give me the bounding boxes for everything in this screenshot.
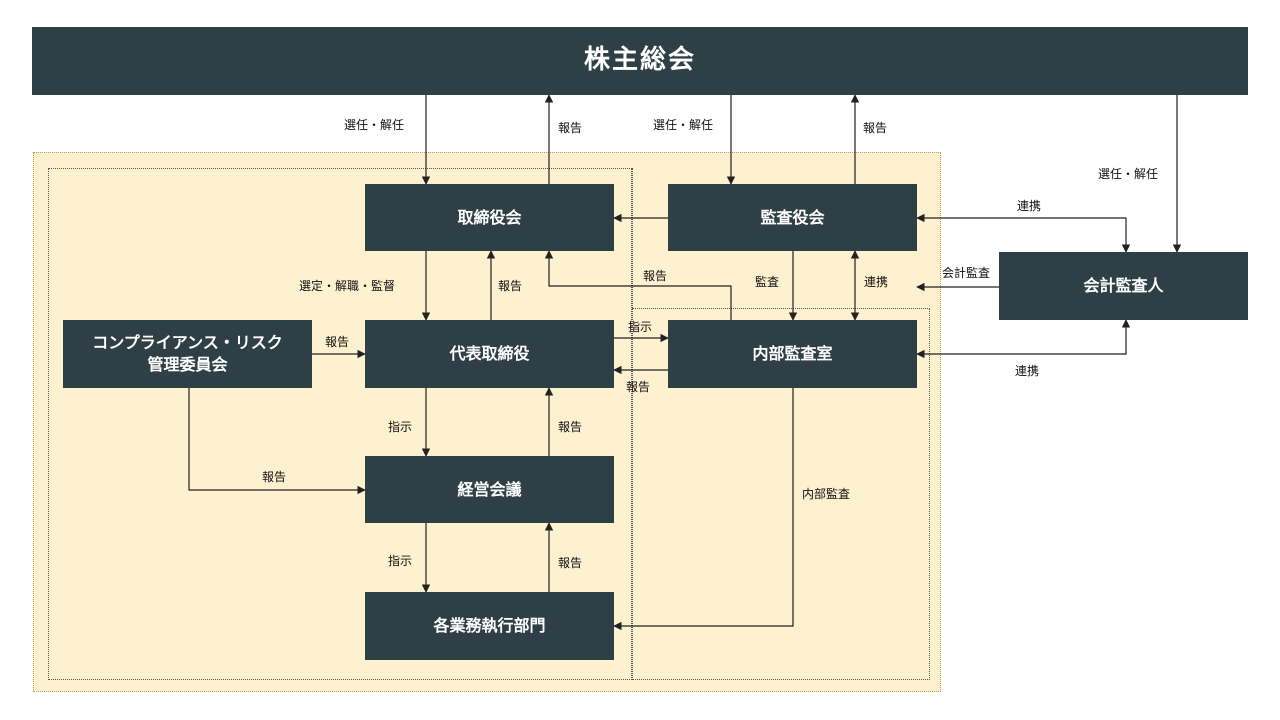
board-of-directors-box: 取締役会 bbox=[365, 184, 614, 251]
label-report-units-meeting: 報告 bbox=[558, 556, 583, 570]
label-instruct-ceo-meeting: 指示 bbox=[388, 420, 413, 434]
audit-board-box: 監査役会 bbox=[668, 184, 917, 251]
arrow-internal-acct-coop bbox=[916, 319, 1131, 359]
internal-audit-office-box: 内部監査室 bbox=[668, 320, 917, 388]
label-instruct-ceo-internal: 指示 bbox=[628, 320, 653, 334]
arrow-internal-board bbox=[544, 250, 732, 320]
management-meeting-box: 経営会議 bbox=[365, 456, 614, 523]
label-coop-internal-acct: 連携 bbox=[1015, 364, 1040, 378]
ceo-box: 代表取締役 bbox=[365, 320, 614, 388]
accounting-auditor-box: 会計監査人 bbox=[999, 252, 1248, 320]
label-select-dismiss-board: 選任・解任 bbox=[344, 118, 405, 132]
label-accounting-audit: 会計監査 bbox=[942, 266, 991, 280]
arrow-auditors-acct-coop bbox=[916, 213, 1131, 253]
audit-zone bbox=[632, 308, 930, 680]
label-coop-auditors-internal: 連携 bbox=[864, 275, 889, 289]
label-select-dismiss-acct: 選任・解任 bbox=[1098, 167, 1159, 181]
execution-zone-divider bbox=[632, 168, 633, 308]
execution-zone bbox=[48, 168, 632, 680]
label-report-meeting-ceo: 報告 bbox=[558, 420, 583, 434]
shareholders-meeting-box: 株主総会 bbox=[32, 27, 1248, 95]
label-coop-auditors-acct: 連携 bbox=[1017, 199, 1042, 213]
label-report-compliance-ceo: 報告 bbox=[325, 335, 350, 349]
label-report-board-up: 報告 bbox=[558, 121, 583, 135]
arrow-compliance-meeting bbox=[188, 388, 366, 495]
arrow-internal-units bbox=[613, 388, 794, 631]
label-report-ceo-board: 報告 bbox=[498, 279, 523, 293]
label-audit: 監査 bbox=[755, 275, 780, 289]
label-report-internal-board: 報告 bbox=[643, 269, 668, 283]
label-select-dismiss-supervise: 選定・解職・監督 bbox=[299, 279, 396, 293]
label-instruct-meeting-units: 指示 bbox=[388, 554, 413, 568]
business-units-box: 各業務執行部門 bbox=[365, 592, 614, 660]
label-select-dismiss-auditors: 選任・解任 bbox=[653, 118, 714, 132]
label-report-internal-ceo: 報告 bbox=[626, 380, 651, 394]
label-report-auditors-up: 報告 bbox=[863, 121, 888, 135]
label-internal-audit: 内部監査 bbox=[802, 487, 851, 501]
label-report-compliance-meeting: 報告 bbox=[262, 470, 287, 484]
compliance-committee-box: コンプライアンス・リスク 管理委員会 bbox=[63, 320, 312, 388]
